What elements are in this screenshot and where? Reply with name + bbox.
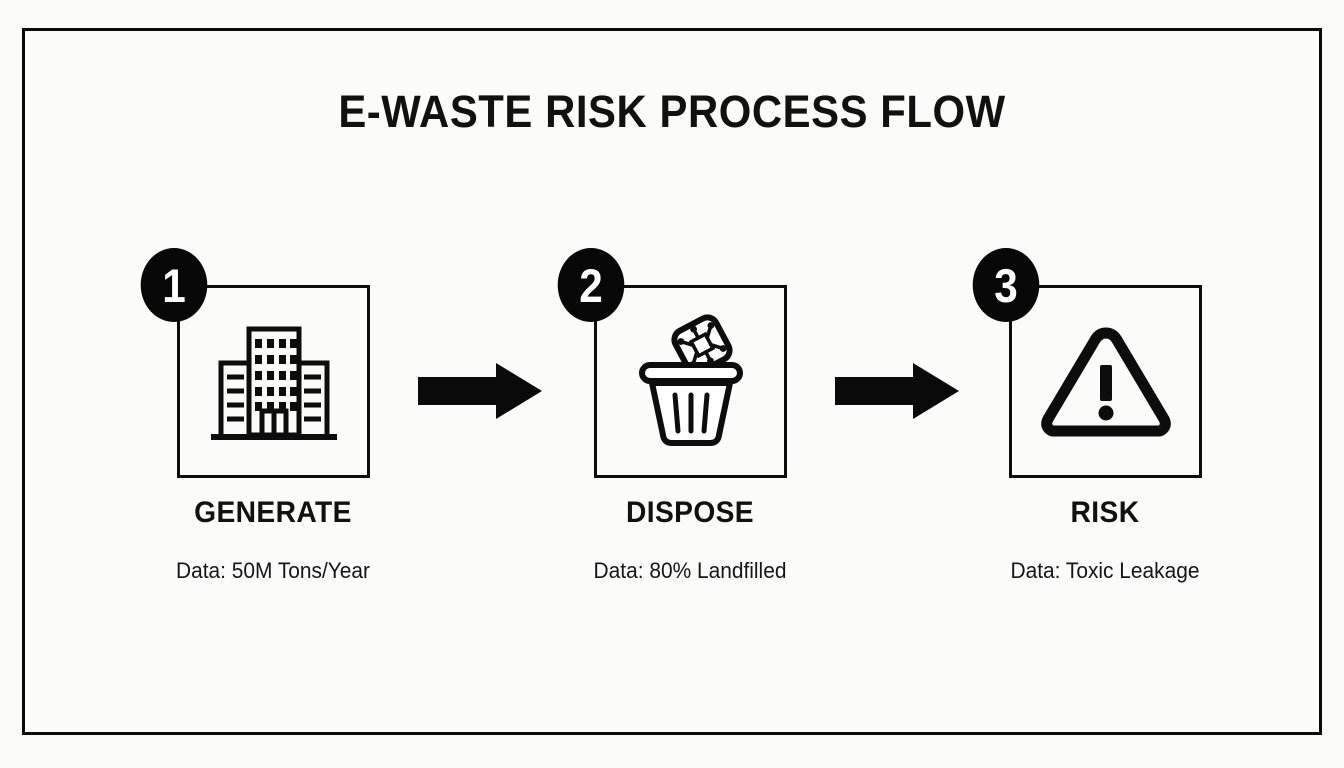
step-number-badge: 1 (140, 248, 208, 322)
flow-arrow-2 (835, 363, 959, 419)
icon-frame (594, 285, 787, 478)
step-figure: 3 (955, 248, 1255, 488)
step-data-text: Data: 80% Landfilled (593, 558, 787, 583)
step-data-text: Data: 50M Tons/Year (175, 558, 371, 583)
process-step-dispose[interactable]: 2 DISPOSE Data: 80% Landfilled (540, 248, 840, 583)
step-label: RISK (1070, 496, 1140, 529)
process-step-risk[interactable]: 3 RISK Data: Toxic Leakage (955, 248, 1255, 583)
flow-arrow-1 (418, 363, 542, 419)
icon-frame (177, 285, 370, 478)
trash-bin-with-circuit-chip-icon (594, 285, 787, 478)
step-figure: 2 (540, 248, 840, 488)
step-data-text: Data: Toxic Leakage (1010, 558, 1200, 583)
icon-frame (1009, 285, 1202, 478)
warning-triangle-icon (1009, 285, 1202, 478)
step-number-badge: 2 (557, 248, 625, 322)
office-building-icon (177, 285, 370, 478)
step-label: GENERATE (194, 496, 352, 529)
step-figure: 1 (123, 248, 423, 488)
step-label: DISPOSE (625, 496, 755, 529)
process-step-generate[interactable]: 1 GENERATE Data: 50M Tons/Year (123, 248, 423, 583)
page-title: E-WASTE RISK PROCESS FLOW (338, 86, 1006, 137)
step-number-badge: 3 (972, 248, 1040, 322)
